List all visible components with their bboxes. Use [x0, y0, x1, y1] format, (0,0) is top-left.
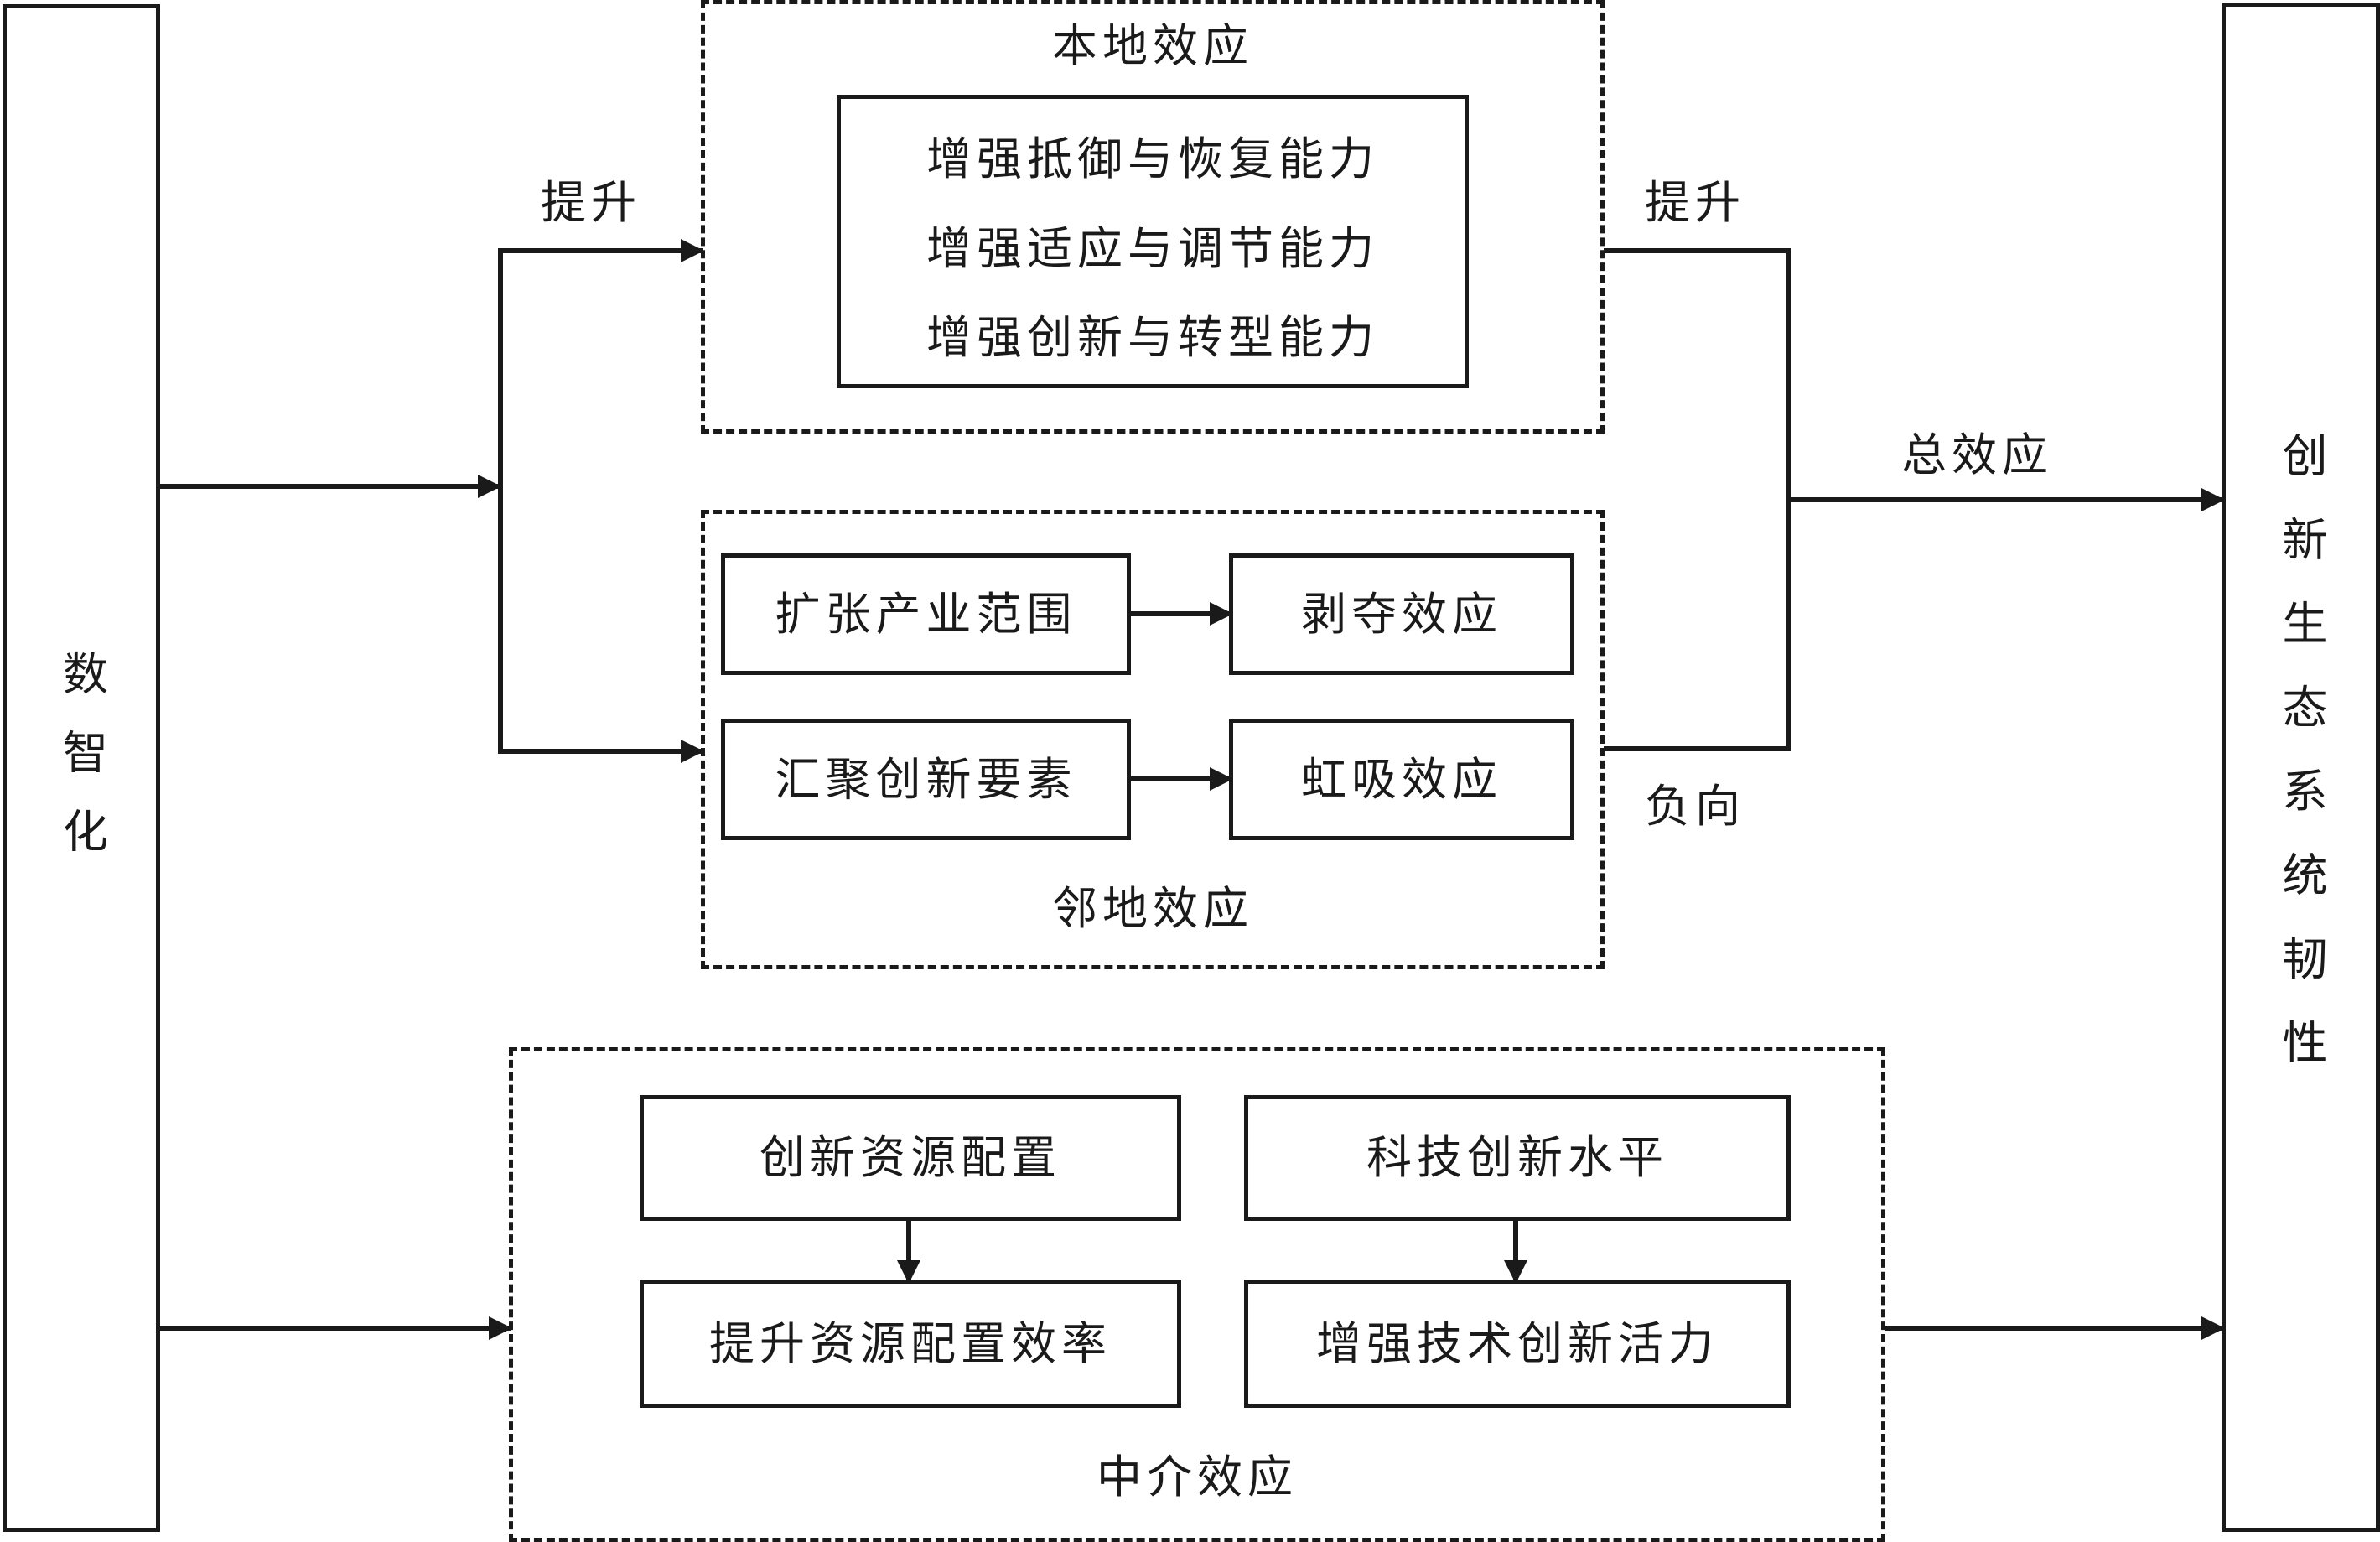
local-effect-item: 增强适应与调节能力 — [926, 222, 1379, 275]
mediation-top-box: 科技创新水平 — [1244, 1095, 1791, 1221]
node-innovation-ecosystem-resilience: 创新生态系统韧性 — [2222, 3, 2380, 1532]
neighbor-effect-label: 虹吸效应 — [1301, 752, 1502, 806]
edge-label-total-effect: 总效应 — [1901, 428, 2052, 481]
neighbor-cause-label: 汇聚创新要素 — [775, 752, 1077, 806]
local-effect-title: 本地效应 — [1052, 19, 1253, 72]
mediation-bottom-box: 提升资源配置效率 — [640, 1280, 1181, 1408]
mediation-top-box: 创新资源配置 — [640, 1095, 1181, 1221]
node-digital-intelligence: 数智化 — [3, 4, 160, 1532]
mediation-effect-title: 中介效应 — [1097, 1451, 1298, 1503]
node-innovation-ecosystem-resilience-label: 创新生态系统韧性 — [2274, 432, 2327, 1103]
mediation-bottom-label: 提升资源配置效率 — [709, 1316, 1112, 1370]
node-digital-intelligence-label: 数智化 — [54, 650, 108, 886]
neighbor-effect-box: 剥夺效应 — [1229, 553, 1574, 675]
local-effect-item: 增强抵御与恢复能力 — [926, 132, 1379, 185]
local-effect-box: 增强抵御与恢复能力 增强适应与调节能力 增强创新与转型能力 — [837, 95, 1469, 388]
neighbor-effect-label: 剥夺效应 — [1301, 587, 1502, 641]
neighbor-effect-group — [701, 510, 1605, 969]
mediation-bottom-box: 增强技术创新活力 — [1244, 1280, 1791, 1408]
neighbor-cause-box: 汇聚创新要素 — [721, 719, 1131, 840]
neighbor-cause-box: 扩张产业范围 — [721, 553, 1131, 675]
neighbor-effect-box: 虹吸效应 — [1229, 719, 1574, 840]
local-effect-group — [701, 0, 1605, 434]
edge-label-right-lower: 负向 — [1645, 780, 1745, 833]
neighbor-effect-title: 邻地效应 — [1052, 882, 1253, 935]
mediation-top-label: 科技创新水平 — [1366, 1131, 1668, 1184]
edge-label-right-upper: 提升 — [1645, 176, 1745, 229]
neighbor-cause-label: 扩张产业范围 — [775, 587, 1077, 641]
mediation-top-label: 创新资源配置 — [760, 1131, 1061, 1184]
edge-label-left-upper: 提升 — [541, 176, 641, 229]
mediation-bottom-label: 增强技术创新活力 — [1316, 1316, 1719, 1370]
local-effect-item: 增强创新与转型能力 — [926, 311, 1379, 364]
